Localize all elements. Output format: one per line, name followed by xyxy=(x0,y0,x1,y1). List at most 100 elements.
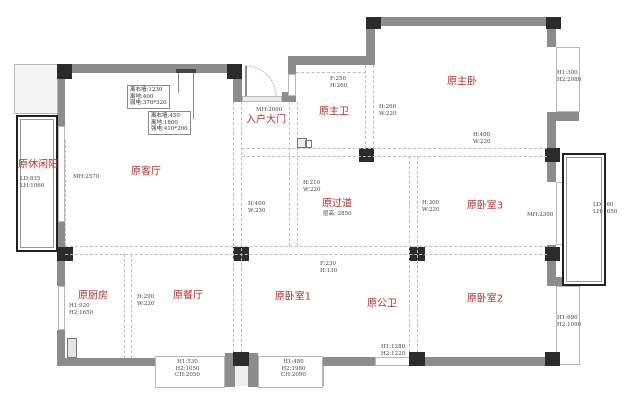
window-left-balcony-top xyxy=(14,64,58,114)
beam-line xyxy=(233,102,234,352)
column xyxy=(227,64,242,79)
column xyxy=(57,64,72,79)
beam-dim-dining: H:290 W:220 xyxy=(137,294,155,307)
wall-master-top xyxy=(366,17,556,26)
wall-bottom-bed1 xyxy=(225,353,235,387)
column xyxy=(545,247,560,261)
window-dim-bed2: H1:690 H2:1090 xyxy=(557,315,582,328)
column xyxy=(545,352,560,366)
window-bed2-right xyxy=(556,286,580,365)
balcony-dims: LD:835 LH:1060 xyxy=(20,176,45,189)
wall-bottom-bed1b xyxy=(248,353,258,387)
wall-right-lower xyxy=(547,245,556,285)
room-label-dining: 原餐厅 xyxy=(173,290,203,302)
wall-left-living-lower xyxy=(57,222,65,252)
beam-line xyxy=(241,102,242,352)
beam-line xyxy=(242,156,547,157)
beam-line xyxy=(409,156,410,352)
room-label-kitchen: 原厨房 xyxy=(78,290,108,302)
beam-dim-bed3-top: H:400 W:220 xyxy=(473,132,491,145)
room-label-entry: 入户大门 xyxy=(246,114,286,126)
beam-line xyxy=(296,72,366,73)
wall-left-kitchen-upper xyxy=(57,258,65,286)
window-dining-bottom xyxy=(155,356,225,388)
wall-right-mid-ledge xyxy=(547,112,579,121)
beam-line xyxy=(297,102,298,246)
entry-door-height: MH:2000 xyxy=(256,107,283,113)
wall-bottom-kitchen xyxy=(57,358,157,366)
living-height: MH:2570 xyxy=(73,174,100,180)
wall-entry-stub xyxy=(233,64,242,102)
wall-bottom-bath xyxy=(320,357,375,366)
column xyxy=(545,148,560,162)
kitchen-dims: H1:920 H2:1650 xyxy=(69,303,94,316)
wall-left-kitchen-lower xyxy=(57,330,65,365)
door-swing-icon xyxy=(245,65,277,97)
beam-line xyxy=(65,254,547,255)
room-label-master-bed: 原主卧 xyxy=(447,76,477,88)
balcony-right-bay xyxy=(562,153,606,286)
beam-line xyxy=(131,254,132,358)
note-leader-line xyxy=(178,73,179,93)
wall-top-living xyxy=(58,64,242,73)
wall-right-mid xyxy=(547,112,556,182)
wall-master-step xyxy=(366,17,375,65)
window-dim-bed3-bay: LD:160 LH:1050 xyxy=(593,202,618,215)
note-weak-current: 离右墙:1230 离地:400 弱电:370*320 xyxy=(127,85,170,109)
master-bath-dims: F:250 H:260 xyxy=(330,76,348,89)
room-label-master-bath: 原主卫 xyxy=(319,106,349,118)
window-bath-bottom xyxy=(375,357,410,366)
beam-dim-bath-top: F:230 H:130 xyxy=(320,261,338,274)
column xyxy=(233,352,249,366)
window-dim-dining: H1:530 H2:1050 CH:2050 xyxy=(175,359,200,378)
column xyxy=(409,352,425,366)
window-dim-bed1: H1:480 H2:1980 CH:2090 xyxy=(281,359,306,378)
room-label-bed2: 原卧室2 xyxy=(466,293,504,305)
corridor-height: 层高: 2850 xyxy=(323,211,352,217)
column xyxy=(359,148,374,162)
wall-right-master xyxy=(547,17,556,47)
room-label-corridor: 原过道 xyxy=(322,198,352,210)
beam-line xyxy=(124,254,125,358)
room-label-living: 原客厅 xyxy=(131,166,161,178)
wall-left-living-upper xyxy=(57,64,65,126)
window-dim-public-bath: H1:1280 H2:1220 xyxy=(381,344,406,357)
window-bed1-bottom xyxy=(258,356,323,388)
beam-line xyxy=(289,102,290,246)
bed3-height: MH:2300 xyxy=(527,212,554,218)
window-nook-bottom xyxy=(235,366,248,386)
window-living-left xyxy=(58,126,65,222)
column xyxy=(366,17,381,29)
window-bath-left xyxy=(288,74,296,96)
wall-bath-top xyxy=(288,56,374,65)
window-dim-master: H1:300 H2:2080 xyxy=(557,70,582,83)
room-label-public-bath: 原公卫 xyxy=(367,298,397,310)
beam-line xyxy=(65,246,547,247)
window-kitchen-left xyxy=(58,286,65,330)
note-strong-current: 离右墙:450 离地:1800 强电:410*200 xyxy=(148,111,191,135)
beam-dim-bath-bed: H:260 W:220 xyxy=(379,104,397,117)
beam-line xyxy=(242,148,547,149)
room-label-balcony: 原休闲阳 xyxy=(18,159,58,171)
column xyxy=(546,17,561,29)
beam-line xyxy=(65,140,66,246)
beam-dim-corridor-left: H:210 W:220 xyxy=(303,180,321,193)
window-master-right xyxy=(556,47,580,112)
wall-bath-left xyxy=(288,56,296,74)
beam-line xyxy=(417,156,418,352)
beam-line xyxy=(373,65,374,149)
room-label-bed3: 原卧室3 xyxy=(466,200,504,212)
toilet-fixture-icon xyxy=(305,140,312,148)
note-leader-line xyxy=(193,73,194,119)
kitchen-fixture-icon xyxy=(67,338,77,358)
wall-bottom-bed2 xyxy=(410,357,556,366)
beam-line xyxy=(365,65,366,149)
balcony-left xyxy=(16,115,58,252)
toilet-fixture-icon xyxy=(297,138,307,148)
window-entry-door-frame xyxy=(242,96,282,102)
beam-dim-bed3-left: H:300 W:220 xyxy=(422,200,440,213)
wall-entry-right xyxy=(282,92,296,102)
room-label-bed1: 原卧室1 xyxy=(274,291,312,303)
beam-dim-entry-left: H:400 W:230 xyxy=(248,201,266,214)
socket-icon xyxy=(176,69,196,73)
